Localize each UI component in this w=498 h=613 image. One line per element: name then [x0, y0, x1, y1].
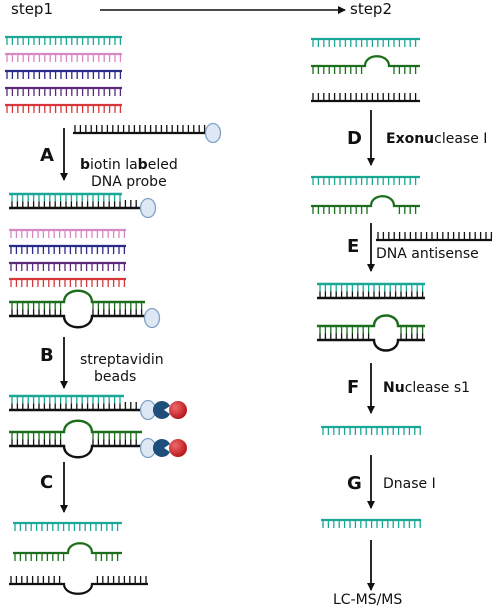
strand-teal-top [5, 35, 122, 45]
caption-A-line1: biotin labeled [80, 157, 178, 173]
strand-black-R1 [311, 93, 420, 103]
streptavidin-B1 [152, 401, 170, 419]
caption-B: streptavidin beads [80, 352, 164, 386]
strand-purple-top [5, 86, 122, 96]
caption-B-line1: streptavidin [80, 352, 164, 368]
strand-purple-A [9, 261, 126, 271]
bead-B1 [169, 401, 187, 419]
strand-pink-top [5, 52, 122, 62]
biotin-label-probe [204, 122, 222, 144]
streptavidin-B2 [152, 439, 170, 457]
duplex-green-beads [9, 419, 142, 459]
caption-A-line2: DNA probe [91, 174, 167, 190]
caption-E: DNA antisense [376, 246, 479, 262]
biotin-probe-strand [73, 125, 206, 135]
caption-A: biotin labeled DNA probe [80, 157, 178, 191]
biotin-label-green-A [143, 307, 161, 329]
strand-green-C [13, 542, 122, 561]
strand-navy-top [5, 69, 122, 79]
caption-G: Dnase I [383, 476, 436, 492]
duplex-teal-E [317, 282, 425, 300]
caption-B-line2: beads [94, 369, 137, 385]
step-letter-D: D [347, 128, 362, 149]
strand-pink-A [9, 228, 126, 238]
step1-label: step1 [11, 0, 53, 18]
step-letter-E: E [347, 236, 360, 257]
strand-teal-R1 [311, 37, 420, 47]
bead-B2 [169, 439, 187, 457]
strand-black-C [9, 576, 148, 595]
step2-label: step2 [350, 0, 392, 18]
biotin-label-A [139, 197, 157, 219]
strand-teal-G [321, 518, 421, 528]
caption-F: Nuclease s1 [383, 380, 471, 396]
step-letter-F: F [347, 377, 360, 398]
strand-navy-A [9, 244, 126, 254]
duplex-green-E [317, 314, 425, 352]
strand-green-D [311, 195, 420, 214]
step-letter-B: B [40, 345, 54, 366]
strand-red-A [9, 277, 126, 287]
caption-D: Exonuclease I [386, 131, 488, 147]
step-letter-C: C [40, 472, 54, 493]
strand-teal-F [321, 425, 421, 435]
strand-teal-C [13, 521, 122, 531]
step-letter-G: G [347, 473, 362, 494]
strand-green-R1 [311, 55, 420, 74]
duplex-teal-probe [9, 192, 140, 210]
duplex-teal-beads [9, 394, 142, 412]
strand-teal-D [311, 175, 420, 185]
step-letter-A: A [40, 145, 54, 166]
final-label: LC-MS/MS [333, 592, 403, 608]
strand-red-top [5, 103, 122, 113]
antisense-strand-E [376, 232, 493, 242]
duplex-green-bubble-A [9, 289, 145, 329]
